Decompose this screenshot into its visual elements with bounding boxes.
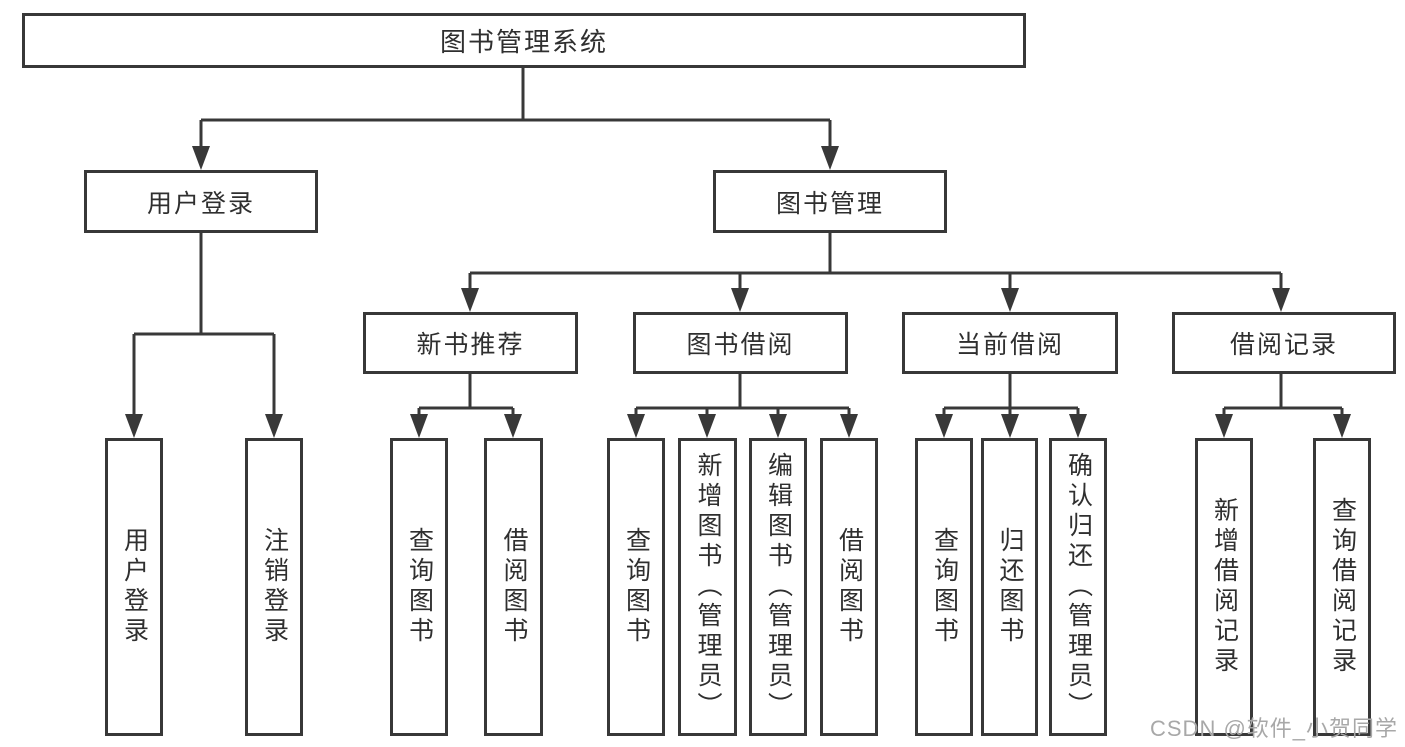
node-book-borrowing: 图书借阅 — [633, 312, 848, 374]
node-label: 新增图书（管理员） — [694, 452, 722, 722]
leaf-current-query-books: 查询图书 — [915, 438, 973, 736]
node-label: 查询借阅记录 — [1328, 497, 1357, 677]
leaf-recommend-borrow-books: 借阅图书 — [484, 438, 543, 736]
node-user-login: 用户登录 — [84, 170, 318, 233]
node-book-management: 图书管理 — [713, 170, 947, 233]
node-label: 新增借阅记录 — [1210, 497, 1239, 677]
node-new-book-recommend: 新书推荐 — [363, 312, 578, 374]
leaf-borrowing-add-books-admin: 新增图书（管理员） — [678, 438, 737, 736]
node-label: 注销登录 — [260, 527, 289, 647]
csdn-watermark: CSDN @软件_小贺同学 — [1150, 716, 1399, 741]
node-label: 查询图书 — [622, 527, 651, 647]
node-label: 查询图书 — [930, 527, 959, 647]
node-borrowing-records: 借阅记录 — [1172, 312, 1396, 374]
node-library-management-system: 图书管理系统 — [22, 13, 1026, 68]
leaf-current-confirm-return-admin: 确认归还（管理员） — [1049, 438, 1107, 736]
leaf-borrowing-borrow-books: 借阅图书 — [820, 438, 878, 736]
node-label: 新书推荐 — [416, 331, 525, 359]
leaf-records-add-borrow-record: 新增借阅记录 — [1195, 438, 1253, 736]
node-label: 查询图书 — [405, 527, 434, 647]
node-label: 用户登录 — [120, 527, 149, 647]
leaf-borrowing-edit-books-admin: 编辑图书（管理员） — [749, 438, 807, 736]
arrowheads — [125, 146, 1351, 438]
leaf-records-query-borrow-record: 查询借阅记录 — [1313, 438, 1371, 736]
node-current-borrowing: 当前借阅 — [902, 312, 1118, 374]
node-label: 借阅记录 — [1229, 331, 1338, 359]
leaf-recommend-query-books: 查询图书 — [390, 438, 448, 736]
leaf-logout-login: 注销登录 — [245, 438, 303, 736]
leaf-borrowing-query-books: 查询图书 — [607, 438, 665, 736]
node-label: 图书借阅 — [686, 331, 795, 359]
node-label: 图书管理 — [775, 189, 884, 218]
node-label: 借阅图书 — [500, 527, 528, 647]
leaf-user-login: 用户登录 — [105, 438, 163, 736]
node-label: 图书管理系统 — [439, 27, 608, 57]
node-label: 当前借阅 — [955, 331, 1064, 359]
node-label: 归还图书 — [996, 527, 1024, 647]
node-label: 用户登录 — [146, 189, 255, 218]
node-label: 借阅图书 — [835, 527, 864, 647]
node-label: 编辑图书（管理员） — [764, 452, 793, 722]
node-label: 确认归还（管理员） — [1064, 452, 1093, 722]
leaf-current-return-books: 归还图书 — [981, 438, 1038, 736]
